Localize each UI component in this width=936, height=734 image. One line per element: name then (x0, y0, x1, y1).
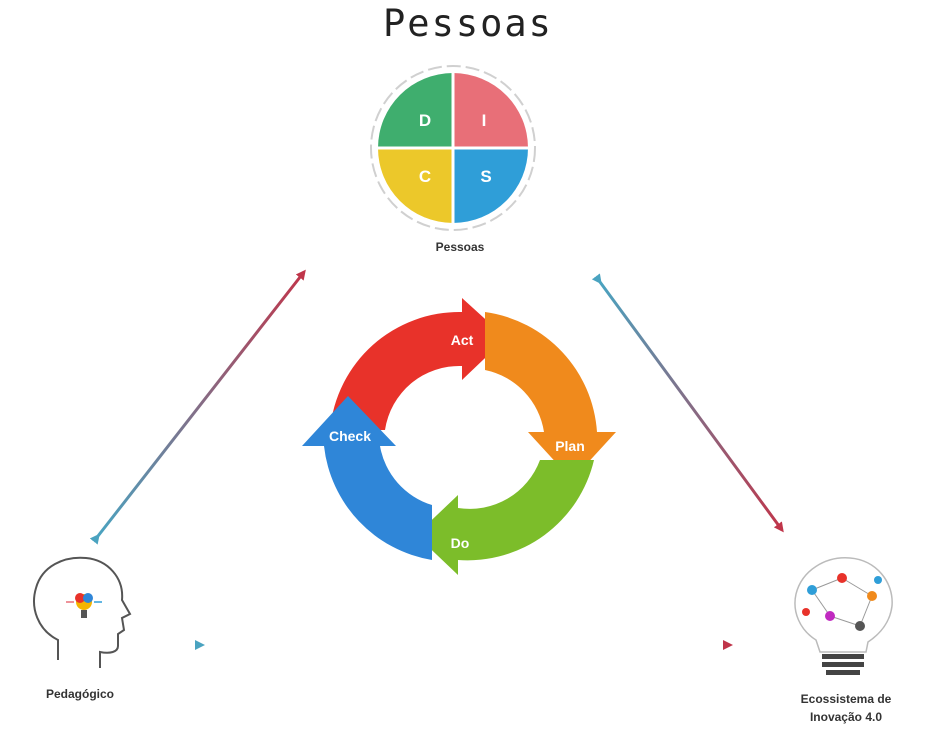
disc-diagram: D I C S (370, 65, 536, 231)
pdca-segment-plan (485, 312, 616, 480)
arrow-pessoas-ecossistema (591, 273, 784, 533)
node-label-pedagogico: Pedagógico (45, 687, 114, 701)
node-label-pessoas: Pessoas (435, 240, 485, 254)
disc-letter-i: I (482, 111, 487, 130)
pdca-label-check: Check (329, 428, 371, 444)
disc-quadrant-i (453, 73, 528, 148)
head-lightbulb-icon (33, 556, 132, 668)
disc-quadrant-d (378, 73, 453, 148)
arrow-pedagogico-pessoas (89, 269, 306, 545)
pdca-label-act: Act (451, 332, 474, 348)
disc-letter-d: D (419, 111, 431, 130)
node-label-ecossistema-line1: Ecossistema de (800, 692, 892, 706)
disc-quadrant-c (378, 148, 453, 223)
pdca-segment-do (416, 460, 594, 575)
disc-letter-s: S (480, 167, 491, 186)
network-lightbulb-icon (794, 557, 893, 675)
pdca-cycle: Act Plan Do Check (302, 298, 616, 575)
disc-letter-c: C (419, 167, 431, 186)
pdca-segment-act (330, 298, 506, 430)
page-title: Pessoas (383, 2, 553, 45)
node-label-ecossistema-line2: Inovação 4.0 (809, 710, 883, 724)
pdca-label-do: Do (451, 535, 470, 551)
node-label-ecossistema: Ecossistema de Inovação 4.0 (758, 690, 934, 726)
disc-quadrant-s (453, 148, 528, 223)
pdca-label-plan: Plan (555, 438, 585, 454)
disc-outer-ring (370, 65, 536, 231)
pdca-segment-check (302, 396, 432, 560)
